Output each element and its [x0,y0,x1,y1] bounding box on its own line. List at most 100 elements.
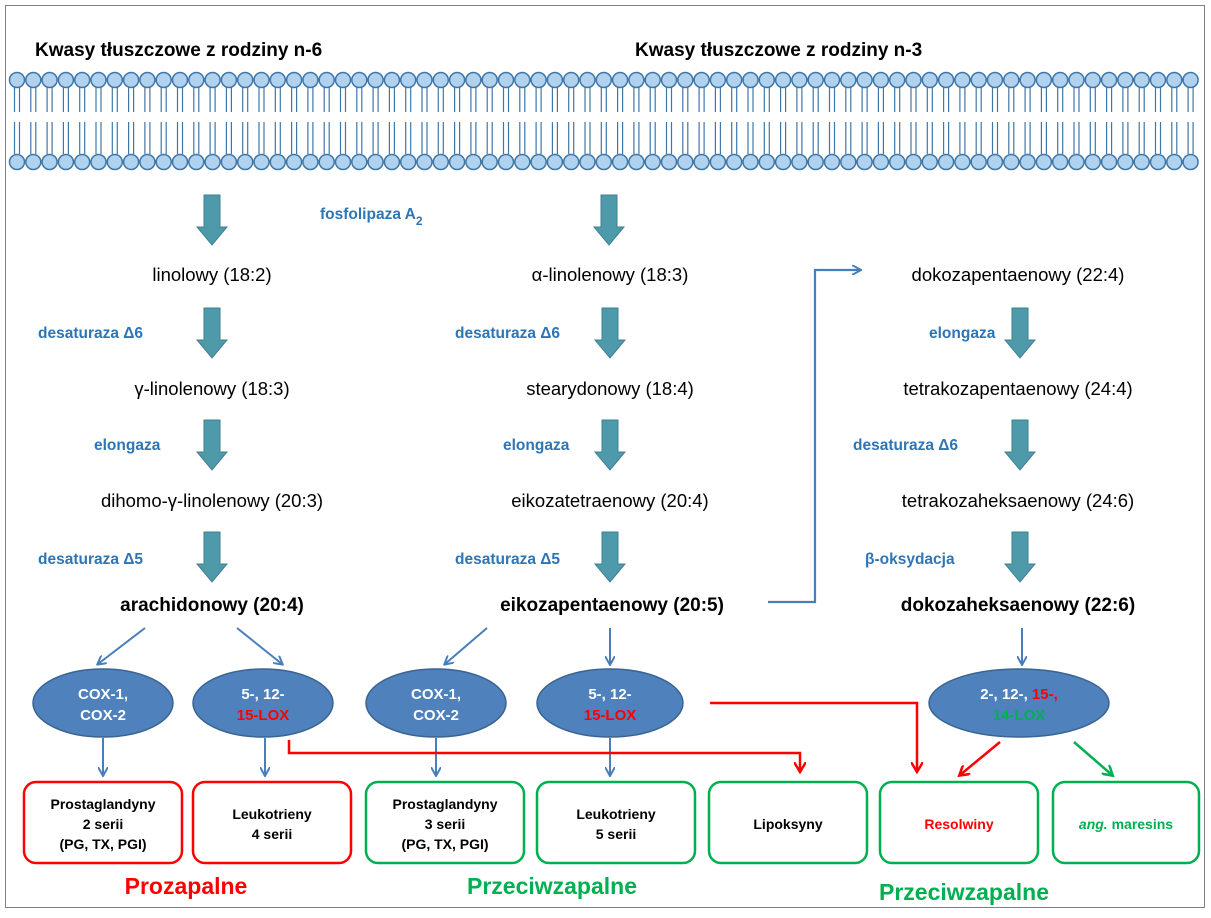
block-arrow [195,194,229,246]
enzyme-desaturase6-n6: desaturaza Δ6 [38,325,143,342]
lipid-head [595,153,613,171]
lipid-head [8,71,26,89]
box-lipoxins: Lipoksyny [707,780,869,865]
lipid-head [334,71,352,89]
lipid-head [41,71,58,89]
arrow-aa-to-lox [236,627,282,664]
lipid-head [497,71,515,89]
svg-text:3 serii: 3 serii [425,816,465,832]
red-arrow-dha-to-resolvins [960,741,1001,775]
lipid-head [840,153,857,171]
lipid-head [530,71,547,89]
svg-text:5 serii: 5 serii [596,826,636,842]
lipid-head [562,153,580,171]
lipid-head [351,153,368,171]
lipid-head [220,71,238,89]
lipid-head [660,153,678,171]
header-n3: Kwasy tłuszczowe z rodziny n-3 [635,40,922,61]
lipid-head [269,153,287,171]
box-leukotrienes-4: Leukotrieny 4 serii [191,780,353,865]
lipid-head [25,71,42,89]
lipid-head [188,153,205,171]
enzyme-elongase-dha: elongaza [929,325,996,342]
lipid-head [709,153,727,171]
lipid-head [758,153,776,171]
lipid-head [432,153,450,171]
lipid-head [57,71,75,89]
lipid-head [1117,71,1134,89]
svg-text:COX-2: COX-2 [80,707,126,724]
lipid-head [595,71,613,89]
lipid-head [1182,71,1199,89]
svg-text:2-, 12-, 15-,: 2-, 12-, 15-, [980,686,1058,703]
block-arrow [1003,307,1037,359]
svg-text:Prostaglandyny: Prostaglandyny [50,796,155,812]
lipid-head [481,153,498,171]
svg-text:COX-2: COX-2 [413,707,459,724]
lipid-head [1084,153,1102,171]
lipid-head [856,71,873,89]
lipid-head [611,71,629,89]
lipid-head [644,71,661,89]
lipid-head [1019,153,1036,171]
lipid-head [660,71,678,89]
lipid-head [122,71,140,89]
lipid-head [937,153,955,171]
lipid-head [416,71,433,89]
svg-text:Leukotrieny: Leukotrieny [232,806,312,822]
svg-text:15-LOX: 15-LOX [237,707,290,724]
lipid-head [367,71,384,89]
lipid-head [888,153,906,171]
lipid-head [514,153,531,171]
lipid-head [399,71,417,89]
lipid-head [383,71,401,89]
lipid-head [1019,71,1036,89]
enzyme-desaturase6-dha: desaturaza Δ6 [853,437,958,454]
lipid-head [774,71,792,89]
figure-frame [5,5,1205,908]
lipid-head [856,153,873,171]
compound-eicosapentaenoic: eikozapentaenowy (20:5) [500,595,724,616]
lipid-head [1051,71,1069,89]
lipid-head [432,71,450,89]
compound-arachidonic: arachidonowy (20:4) [120,595,304,616]
lipid-head [1100,153,1118,171]
lipid-head [90,153,107,171]
lipid-head [1100,71,1118,89]
lipid-head [986,153,1004,171]
lipid-head [57,153,75,171]
lipid-head [970,71,987,89]
lipid-head [106,71,124,89]
lipid-head [1035,153,1053,171]
lipid-head [791,153,808,171]
enzyme-beta-oxidation: β-oksydacja [865,551,955,568]
block-arrow [1003,419,1037,471]
lipid-head [1035,71,1053,89]
lipid-head [611,153,629,171]
arrow-aa-to-cox [98,627,146,664]
lipid-head [73,153,91,171]
red-arrow-lox-to-resolvins [710,701,917,771]
lipid-head [1166,153,1183,171]
enzyme-elongase-n3: elongaza [503,437,570,454]
enzyme-desaturase5-n3: desaturaza Δ5 [455,551,560,568]
lipid-head [921,71,939,89]
svg-text:ang. maresins: ang. maresins [1079,816,1173,832]
lipid-head [579,153,596,171]
svg-text:4 serii: 4 serii [252,826,292,842]
lipid-head [497,153,515,171]
svg-text:2 serii: 2 serii [83,816,123,832]
svg-text:Leukotrieny: Leukotrieny [576,806,656,822]
lipid-head [742,153,759,171]
epa-to-dpa-arrow [768,270,860,604]
block-arrow [195,531,229,583]
compound-stearidonic: stearydonowy (18:4) [526,378,694,399]
lipid-head [872,153,890,171]
phospholipid-bilayer [8,71,1199,171]
svg-text:15-LOX: 15-LOX [584,707,637,724]
lipid-head [921,153,939,171]
lipid-head [122,153,140,171]
compound-docosapentaenoic: dokozapentaenowy (22:4) [912,264,1125,285]
lipid-head [774,153,792,171]
box-leukotrienes-5: Leukotrieny 5 serii [535,780,697,865]
